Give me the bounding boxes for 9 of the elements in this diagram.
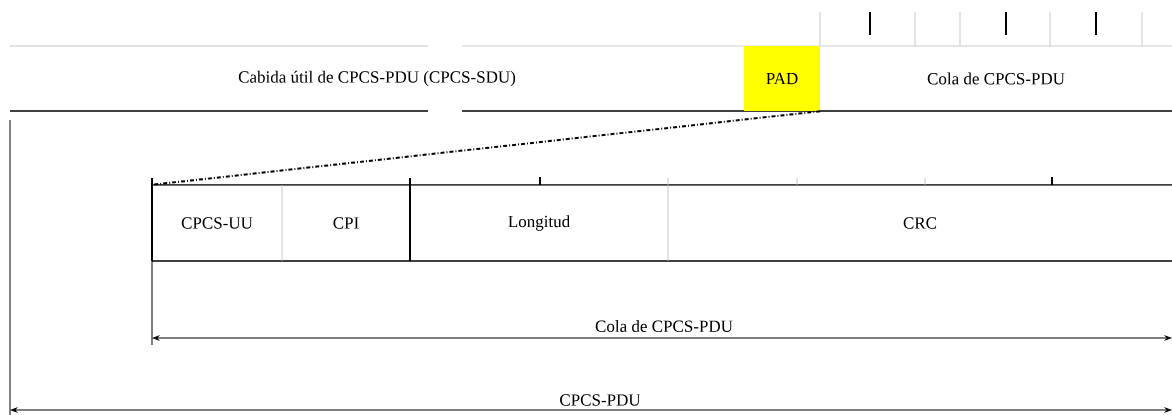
field-cell: CRC	[903, 217, 937, 229]
field-cell: CPCS-UU	[181, 217, 253, 229]
field-cell: CPI	[333, 217, 359, 229]
field-cell: Cola de CPCS-PDU	[927, 72, 1065, 85]
dimension-label: CPCS-PDU	[560, 394, 641, 406]
padding-cell: PAD	[744, 46, 820, 111]
field-cell: Longitud	[508, 215, 570, 231]
dimension-label: Cola de CPCS-PDU	[595, 320, 733, 332]
field-cell: Cabida útil de CPCS-PDU (CPCS-SDU)	[238, 70, 516, 87]
